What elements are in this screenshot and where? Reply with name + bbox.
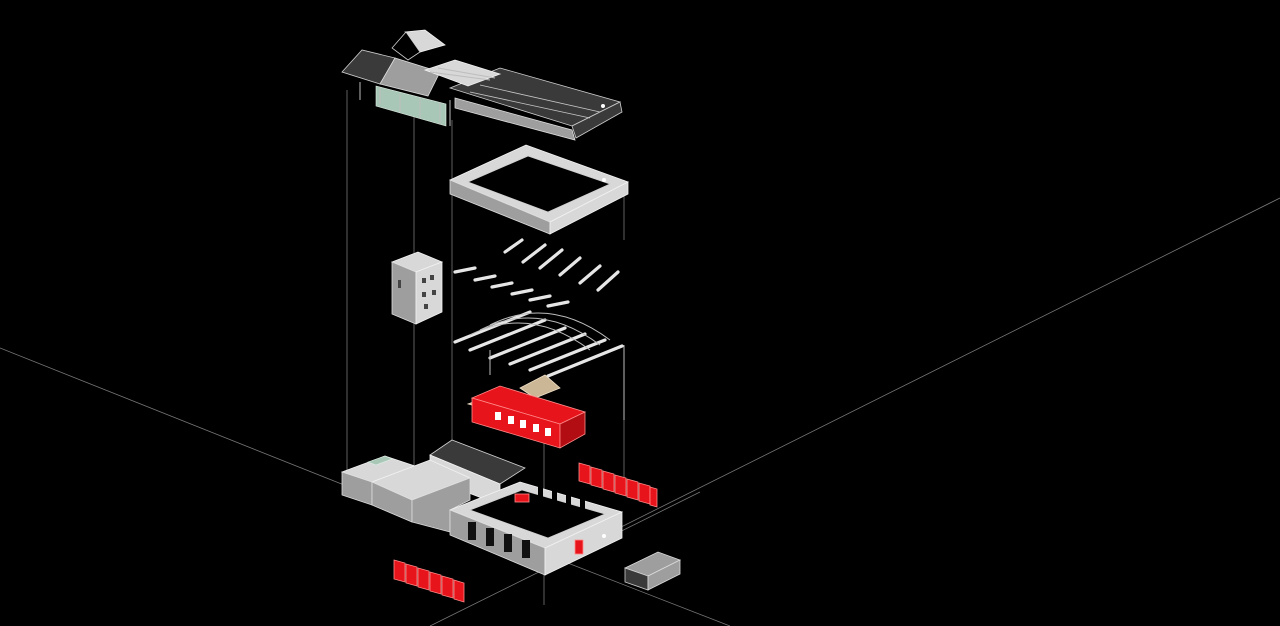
beam bbox=[521, 243, 547, 264]
arched-trusses bbox=[453, 310, 625, 420]
upper-beams bbox=[453, 238, 620, 308]
annex-box bbox=[623, 551, 682, 591]
hall-side-face bbox=[544, 511, 623, 576]
roof-shed-end bbox=[571, 101, 623, 139]
roof-lantern bbox=[423, 59, 502, 87]
beam bbox=[490, 281, 514, 289]
axis-line-front-right bbox=[559, 559, 731, 626]
roof-glazing-band bbox=[375, 85, 447, 127]
beam bbox=[578, 264, 602, 285]
truss-arch bbox=[469, 322, 591, 351]
beam bbox=[538, 248, 564, 270]
truss-arch bbox=[489, 312, 611, 341]
beam bbox=[453, 266, 477, 274]
red-panels-left bbox=[393, 559, 465, 603]
hall-red-door bbox=[574, 539, 584, 555]
tower-side bbox=[415, 261, 443, 325]
axis-line-right bbox=[544, 197, 1280, 566]
roof-shed-edge bbox=[454, 97, 576, 141]
frame-marker-dot bbox=[602, 178, 606, 182]
beam bbox=[558, 256, 582, 277]
insertion-side bbox=[559, 411, 586, 449]
roof-marker-dot bbox=[601, 104, 605, 108]
annex-side bbox=[647, 559, 681, 591]
beam bbox=[596, 270, 620, 292]
roof-opening bbox=[391, 31, 421, 61]
ground-building bbox=[340, 439, 624, 576]
beam bbox=[473, 274, 497, 282]
perimeter-frame bbox=[449, 144, 629, 235]
red-panels-right bbox=[578, 462, 658, 508]
roof-assembly bbox=[341, 29, 623, 141]
tower-front bbox=[391, 261, 417, 325]
hall-void bbox=[468, 489, 607, 539]
beam bbox=[510, 288, 534, 296]
hall-red-element bbox=[514, 493, 530, 503]
beam bbox=[528, 294, 552, 302]
red-insertion bbox=[466, 374, 587, 449]
beam bbox=[503, 238, 524, 254]
beam bbox=[546, 300, 570, 308]
frame-side-face bbox=[549, 181, 629, 235]
frame-inner-void bbox=[466, 155, 612, 213]
timber-deck bbox=[519, 374, 561, 399]
truss-arch bbox=[479, 317, 601, 346]
tower bbox=[390, 251, 444, 325]
